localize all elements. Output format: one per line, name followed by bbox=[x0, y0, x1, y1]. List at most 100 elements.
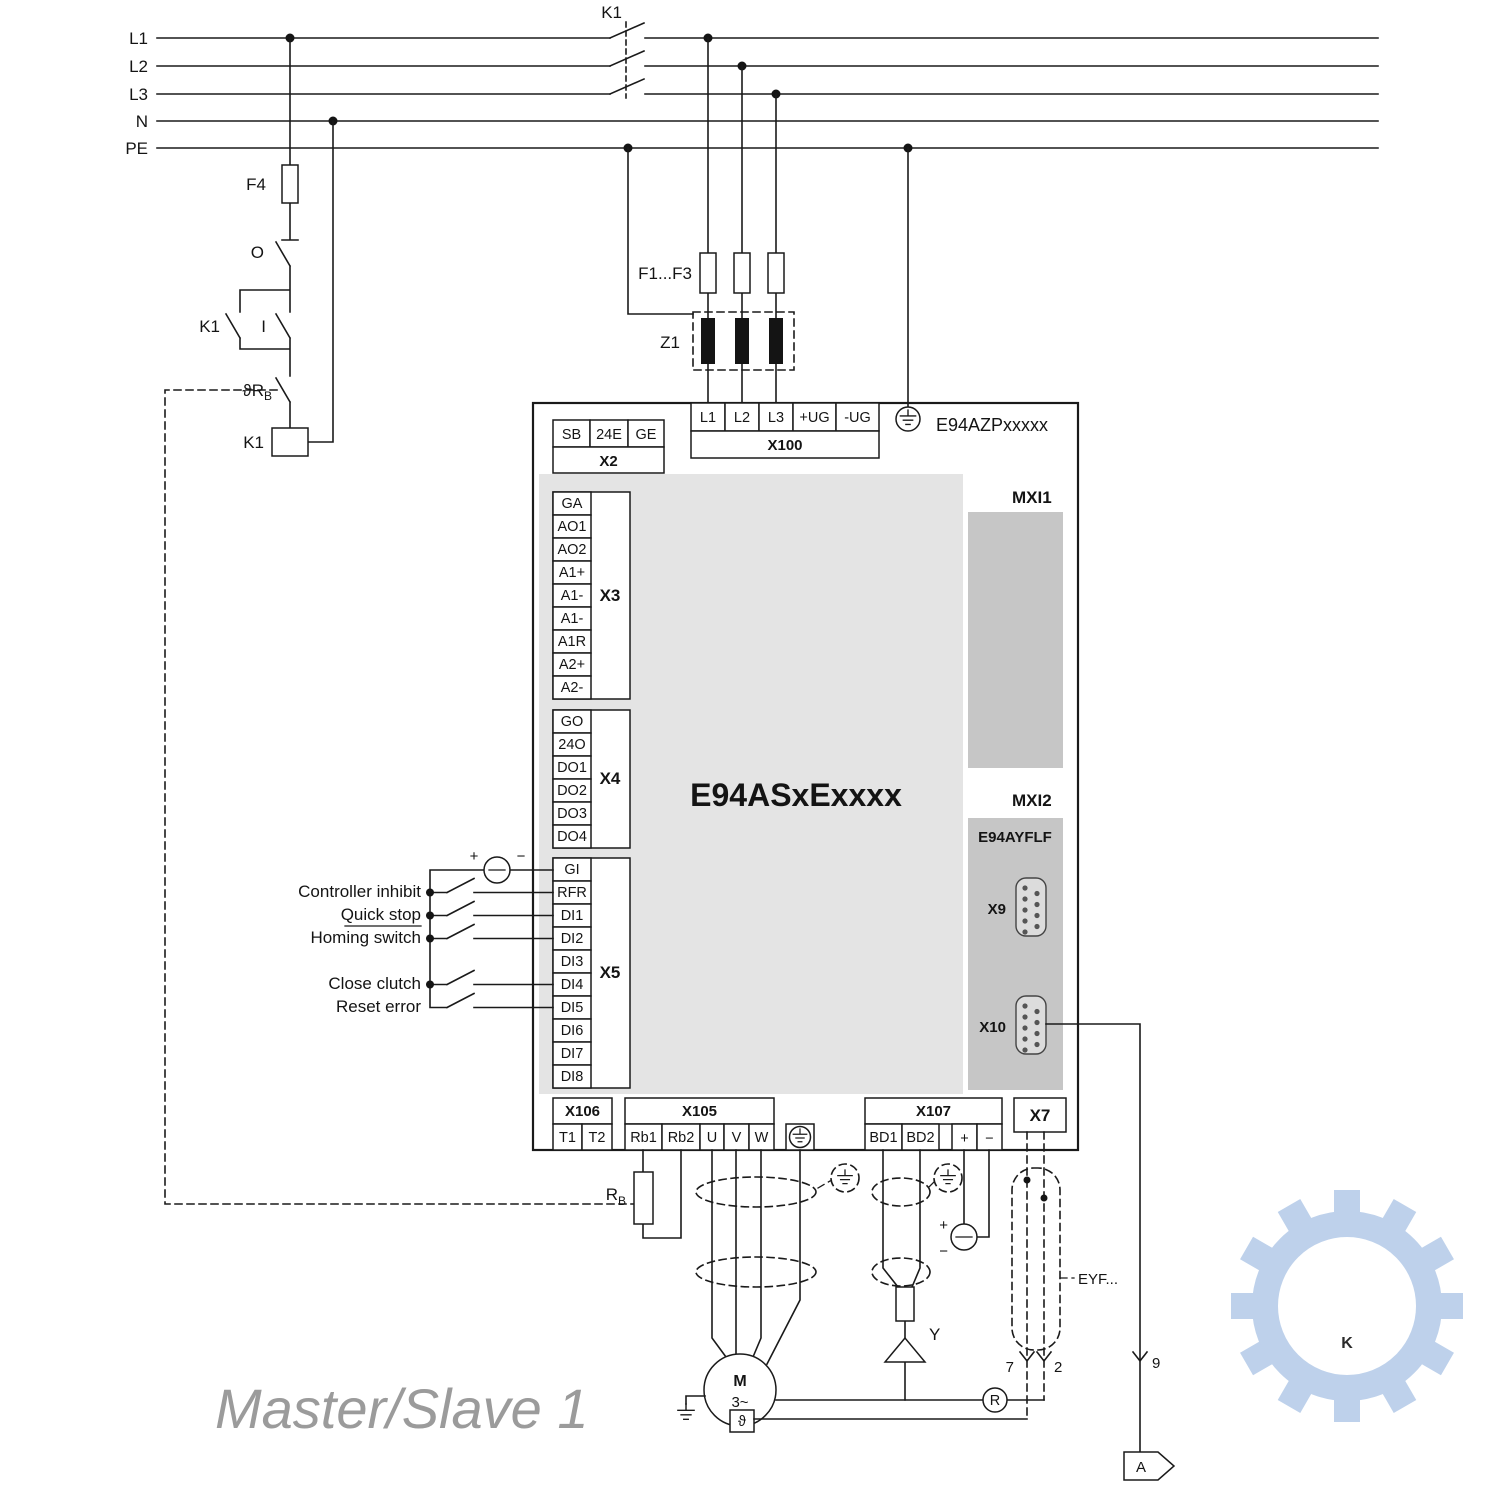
label-l2: L2 bbox=[129, 57, 148, 76]
block-label-x106: X106 bbox=[565, 1103, 600, 1120]
input-label-close-clutch: Close clutch bbox=[328, 974, 421, 993]
cable-shield-top bbox=[695, 1176, 817, 1208]
label-l3: L3 bbox=[129, 85, 148, 104]
digital-input-circuit: + − Controller inhibit Quick stop Homing… bbox=[298, 848, 554, 1016]
svg-text:A1-: A1- bbox=[561, 588, 584, 604]
di-supply-minus: − bbox=[517, 848, 526, 865]
terminal-cell: +UG bbox=[799, 410, 829, 426]
contactor-blades bbox=[608, 21, 646, 96]
mains-input-circuit: F1...F3 Z1 bbox=[627, 37, 909, 408]
pe-terminal bbox=[895, 406, 921, 432]
block-label-x3: X3 bbox=[600, 586, 621, 605]
svg-text:DI8: DI8 bbox=[561, 1069, 584, 1085]
pin-9: 9 bbox=[1152, 1355, 1160, 1372]
pin-7: 7 bbox=[1006, 1359, 1014, 1376]
terminal-block-x105: X105 Rb1 Rb2 U V W bbox=[624, 1097, 775, 1151]
label-f4: F4 bbox=[246, 175, 266, 194]
input-label-reset-error: Reset error bbox=[336, 997, 421, 1016]
svg-text:BD2: BD2 bbox=[906, 1130, 934, 1146]
thermal-link-wire bbox=[164, 389, 635, 1205]
pe-motor-terminal bbox=[785, 1123, 815, 1151]
svg-text:DI6: DI6 bbox=[561, 1023, 584, 1039]
svg-text:DI3: DI3 bbox=[561, 954, 584, 970]
terminal-block-x4: GO 24O DO1 DO2 DO3 DO4 X4 bbox=[552, 709, 631, 849]
brake-actuator bbox=[895, 1286, 915, 1322]
svg-text:GI: GI bbox=[564, 862, 579, 878]
svg-text:W: W bbox=[755, 1130, 769, 1146]
svg-text:GO: GO bbox=[561, 714, 584, 730]
svg-text:Rb2: Rb2 bbox=[668, 1130, 695, 1146]
svg-text:+: + bbox=[960, 1131, 968, 1147]
earth-icon bbox=[940, 1169, 956, 1185]
x9-connector-icon bbox=[1015, 877, 1047, 937]
svg-text:A2+: A2+ bbox=[559, 657, 585, 673]
label-stop-o: O bbox=[251, 243, 264, 262]
off-page-connector-a bbox=[1123, 1451, 1176, 1481]
terminal-block-x106: X106 T1 T2 bbox=[552, 1097, 613, 1151]
terminal-cell: L2 bbox=[734, 410, 750, 426]
mxi1-slot bbox=[968, 512, 1063, 768]
gear-icon bbox=[1231, 1190, 1463, 1422]
brake-supply-wires bbox=[963, 1149, 990, 1238]
label-l1: L1 bbox=[129, 29, 148, 48]
terminal-block-x107: X107 BD1 BD2 + − bbox=[864, 1097, 1003, 1151]
pin-chevron bbox=[1018, 1350, 1036, 1363]
brake-resistor bbox=[633, 1171, 654, 1225]
pin-chevron bbox=[1035, 1350, 1053, 1363]
filter-choke-1 bbox=[701, 318, 715, 364]
svg-text:GA: GA bbox=[562, 496, 583, 512]
svg-text:DI4: DI4 bbox=[561, 977, 584, 993]
svg-text:DO3: DO3 bbox=[557, 806, 587, 822]
svg-text:A2-: A2- bbox=[561, 680, 584, 696]
svg-text:24O: 24O bbox=[558, 737, 585, 753]
brake-cable-shield-bottom bbox=[871, 1257, 931, 1287]
svg-text:DI5: DI5 bbox=[561, 1000, 584, 1016]
motor-circuit: M 3~ ϑ bbox=[677, 1149, 860, 1433]
input-label-quick-stop: Quick stop bbox=[341, 905, 421, 924]
fuse-f3 bbox=[767, 252, 785, 294]
label-mxi2: MXI2 bbox=[1012, 791, 1052, 810]
label-z1: Z1 bbox=[660, 333, 680, 352]
filter-choke-3 bbox=[769, 318, 783, 364]
terminal-cell: SB bbox=[562, 427, 581, 443]
shield-ground-ring bbox=[933, 1163, 963, 1193]
motor-thermal-label: ϑ bbox=[738, 1414, 746, 1430]
page-title: Master/Slave 1 bbox=[215, 1377, 589, 1440]
pe-filter-wire bbox=[627, 147, 694, 315]
svg-text:DO1: DO1 bbox=[557, 760, 587, 776]
brake-resistor-wiring bbox=[642, 1149, 682, 1239]
mxi2-slot bbox=[968, 818, 1063, 1090]
pin-chevron bbox=[1131, 1350, 1149, 1363]
terminal-block-x100: L1 L2 L3 +UG -UG X100 bbox=[690, 402, 880, 459]
svg-text:A1R: A1R bbox=[558, 634, 586, 650]
terminal-cell: L3 bbox=[768, 410, 784, 426]
label-f1-f3: F1...F3 bbox=[638, 264, 692, 283]
control-circuit: F4 O K1 I ϑRB K1 bbox=[164, 37, 635, 1205]
shaft-line bbox=[753, 1399, 1045, 1420]
label-contactor-k1: K1 bbox=[601, 3, 622, 22]
feedback-circuit: R EYF... 7 2 9 A bbox=[753, 1023, 1176, 1481]
motor-thermal-sensor bbox=[729, 1409, 755, 1433]
block-label-x2: X2 bbox=[599, 453, 617, 470]
svg-text:A1+: A1+ bbox=[559, 565, 585, 581]
terminal-cell: -UG bbox=[844, 410, 871, 426]
fuse-f1 bbox=[699, 252, 717, 294]
svg-text:DO2: DO2 bbox=[557, 783, 587, 799]
input-label-homing-switch: Homing switch bbox=[310, 928, 421, 947]
encoder-cable-wires bbox=[1026, 1131, 1045, 1420]
motor-letter: M bbox=[733, 1373, 746, 1390]
label-brake-y: Y bbox=[929, 1325, 940, 1344]
terminal-cell: L1 bbox=[700, 410, 716, 426]
option-module-label: E94AYFLF bbox=[978, 829, 1052, 846]
filter-z1-box bbox=[692, 311, 795, 371]
brake-cable-shield-top bbox=[871, 1177, 931, 1207]
svg-text:RFR: RFR bbox=[557, 885, 587, 901]
block-label-x100: X100 bbox=[767, 437, 802, 454]
watermark-arrowhead-icon bbox=[1373, 1280, 1401, 1314]
label-aux-k1: K1 bbox=[199, 317, 220, 336]
earth-icon bbox=[837, 1169, 853, 1185]
x10-connector-icon bbox=[1015, 995, 1047, 1055]
watermark-arrow-icon bbox=[1341, 1288, 1377, 1320]
